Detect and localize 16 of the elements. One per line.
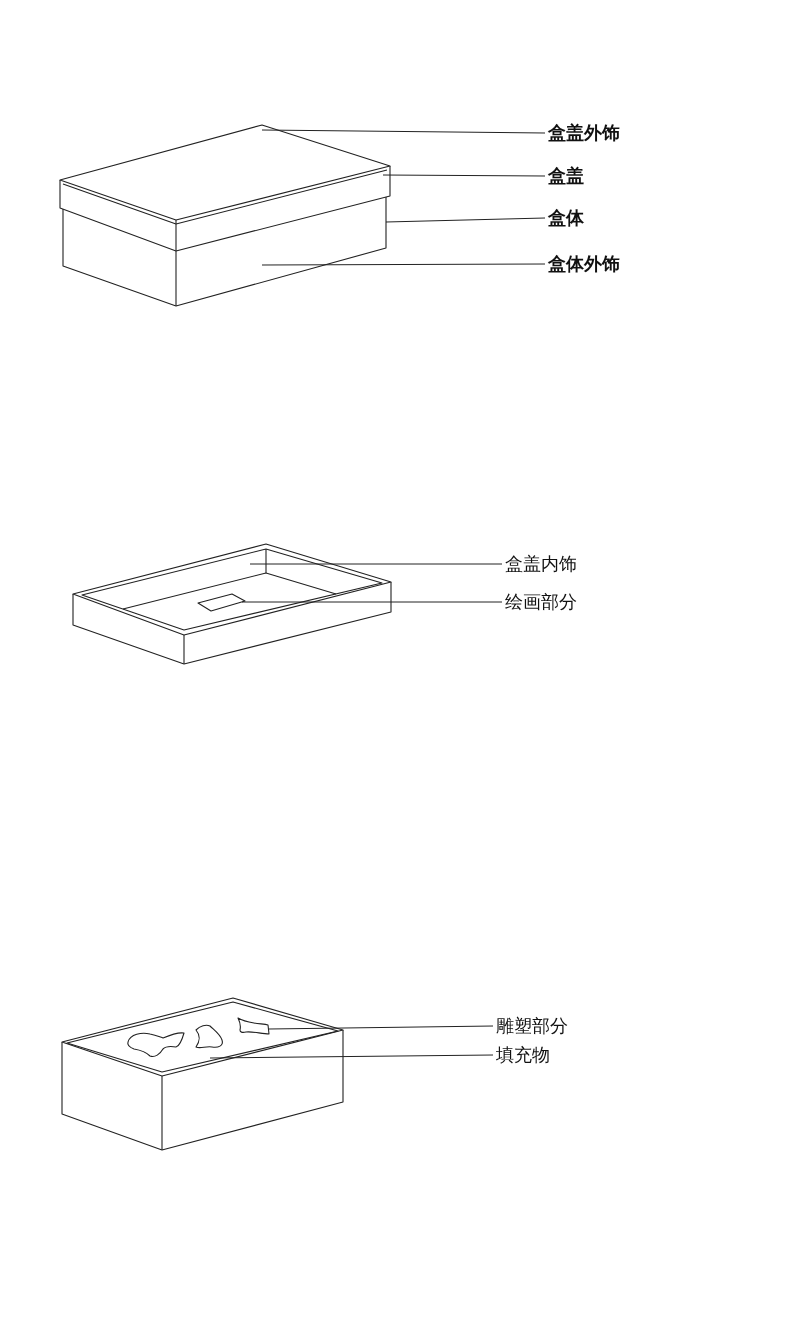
leader-line bbox=[209, 1054, 494, 1059]
callout-label: 雕塑部分 bbox=[496, 1015, 568, 1037]
leader-line bbox=[382, 174, 546, 177]
leader-line bbox=[268, 1025, 494, 1030]
callout-label: 填充物 bbox=[496, 1044, 550, 1066]
leader-line bbox=[261, 129, 546, 134]
callout-label: 盒盖内饰 bbox=[505, 553, 577, 575]
callout-label: 盒盖 bbox=[548, 165, 584, 187]
callout-label: 绘画部分 bbox=[505, 591, 577, 613]
callout-label: 盒体 bbox=[548, 207, 584, 229]
leader-line bbox=[249, 563, 503, 565]
leader-line bbox=[385, 217, 546, 223]
callout-label: 盒体外饰 bbox=[548, 253, 620, 275]
callout-label: 盒盖外饰 bbox=[548, 122, 620, 144]
leader-line bbox=[261, 263, 546, 266]
leader-line bbox=[241, 601, 503, 603]
